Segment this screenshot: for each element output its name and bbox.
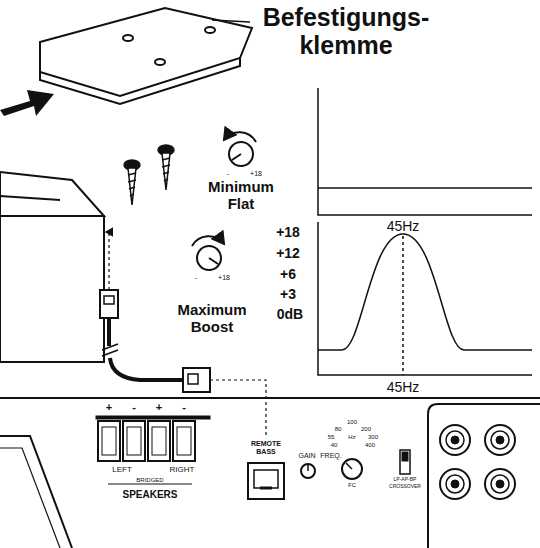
terminal-polarity: - xyxy=(182,401,186,413)
amplifier-panel xyxy=(0,398,540,548)
knob-minimum xyxy=(224,132,256,166)
terminal-polarity: + xyxy=(156,401,162,413)
level-value: 0dB xyxy=(277,307,303,322)
graph-boost xyxy=(318,222,532,375)
level-value: +12 xyxy=(276,246,300,261)
setting-label: Maximum Boost xyxy=(166,302,258,335)
remote-bass-module xyxy=(0,172,104,362)
channel-label: RIGHT xyxy=(170,466,195,475)
mounting-bracket xyxy=(40,8,252,104)
part-name: Befestigungs- klemme xyxy=(239,4,453,59)
screw xyxy=(124,145,174,205)
knob-scale: +18 xyxy=(218,274,230,282)
jack-label: REMOTE BASS xyxy=(245,440,287,455)
frequency-value: FC xyxy=(348,482,356,489)
direction-arrow xyxy=(0,90,54,116)
control-label: GAIN xyxy=(298,452,315,460)
graph-flat xyxy=(318,88,532,215)
speaker-terminal xyxy=(96,416,210,484)
dotted-connection xyxy=(210,380,266,436)
frequency-value: 400 xyxy=(365,442,375,449)
knob-maximum xyxy=(192,236,224,270)
channel-label: LEFT xyxy=(112,466,132,475)
switch-label: LP-AP-BP xyxy=(394,477,417,483)
frequency-label: 45Hz xyxy=(387,219,420,234)
dotted-connection xyxy=(106,232,109,290)
frequency-value: 40 xyxy=(331,442,338,449)
frequency-value: Hz xyxy=(348,434,355,441)
remote-bass-jack xyxy=(248,463,284,499)
control-knob xyxy=(301,459,362,479)
knob-scale: - xyxy=(195,274,197,282)
knob-scale: +18 xyxy=(250,170,262,178)
setting-label: Minimum Flat xyxy=(199,179,283,212)
level-value: +18 xyxy=(276,225,300,240)
control-label: FREQ. xyxy=(320,452,341,460)
frequency-value: 100 xyxy=(347,419,357,426)
frequency-value: 80 xyxy=(335,426,342,433)
knob-scale: - xyxy=(227,170,229,178)
panel-label: SPEAKERS xyxy=(122,489,177,500)
terminal-polarity: + xyxy=(106,401,112,413)
frequency-value: 200 xyxy=(361,426,371,433)
level-value: +3 xyxy=(280,287,296,302)
switch-label: CROSSOVER xyxy=(389,484,421,490)
frequency-label: 45Hz xyxy=(387,380,420,395)
leader-line xyxy=(212,20,250,22)
crossover-switch xyxy=(400,450,410,474)
channel-label: BRIDGED xyxy=(136,477,163,484)
rca-jack xyxy=(440,425,515,499)
frequency-value: 55 xyxy=(328,434,335,441)
level-value: +6 xyxy=(280,267,296,282)
frequency-value: 300 xyxy=(368,434,378,441)
terminal-polarity: - xyxy=(132,401,136,413)
